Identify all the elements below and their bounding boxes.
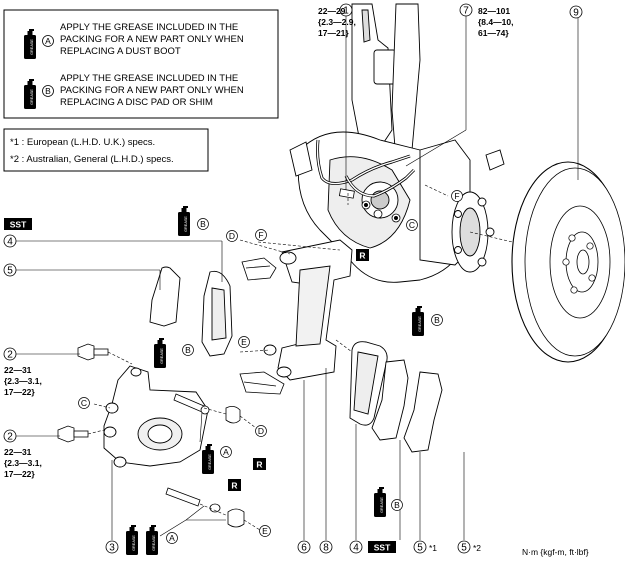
units-label: N·m {kgf-m, ft·lbf} [522,547,589,557]
r-tag-knuckle: R [359,251,365,261]
letter-c-left: C [81,398,87,408]
letter-c-knuckle: C [409,220,415,230]
torque-2a-line-2: {2.3—3.1, [4,376,42,386]
grease-can-icon-boot-left [126,525,138,555]
torque-1-line-3: 17—21} [318,28,349,38]
torque-1-line-1: 22—29 [318,6,346,16]
disc-plate [511,161,625,363]
letter-b-pad-lower: B [185,345,191,355]
legend-b-line-2: PACKING FOR A NEW PART ONLY WHEN [60,85,244,96]
torque-2b-line-2: {2.3—3.1, [4,458,42,468]
legend-a-line-2: PACKING FOR A NEW PART ONLY WHEN [60,34,244,45]
torque-7-line-2: {8.4—10, [478,17,513,27]
caliper-body [103,365,209,468]
guide-pins [165,393,245,528]
callout-5-left: 5 [7,266,13,277]
torque-2b-line-1: 22—31 [4,447,32,457]
callout-8: 8 [323,543,329,554]
letter-e-mid: E [241,337,247,347]
callout-9: 9 [573,8,579,19]
callout-2-lower: 2 [7,432,13,443]
sst-tag-top: SST [10,220,27,230]
caliper-bolts [57,343,109,443]
torque-2a-line-1: 22—31 [4,365,32,375]
torque-2a-line-3: 17—22} [4,387,35,397]
legend-box: A APPLY THE GREASE INCLUDED IN THE PACKI… [3,9,279,119]
grease-can-icon-pad-top [178,206,190,236]
letter-e-lower: E [262,526,268,536]
legend-b-line-3: REPLACING A DISC PAD OR SHIM [60,97,213,108]
callout-5-spec2: 5 [461,543,467,554]
steering-knuckle [289,3,505,283]
r-tag-caliper: R [256,460,262,470]
callout-1: 1 [343,6,349,17]
note-australian: *2 : Australian, General (L.H.D.) specs. [10,154,174,165]
inner-pads [149,266,233,357]
anti-rattle-clips [239,257,285,395]
legend-b-line-1: APPLY THE GREASE INCLUDED IN THE [60,73,238,84]
callout-5-spec1: 5 [417,543,423,554]
legend-letter-b: B [45,86,51,96]
caliper-bracket [263,239,353,381]
outer-pads [349,341,443,453]
letter-d-lower: D [258,426,264,436]
assembly-lines [87,239,353,531]
callout-7: 7 [463,6,469,17]
spec-marker-2: *2 [473,543,481,553]
letter-d-top: D [229,231,235,241]
letter-b-pad: B [200,219,206,229]
legend-a-line-3: REPLACING A DUST BOOT [60,46,181,57]
callout-4-bottom: 4 [353,543,359,554]
grease-can-icon-outer-pad [412,306,424,336]
grease-can-icon-pad-lower [154,338,166,368]
note-european: *1 : European (L.H.D. U.K.) specs. [10,137,155,148]
callout-2-upper: 2 [7,350,13,361]
torque-7-line-3: 61—74} [478,28,509,38]
letter-a-boot: A [223,447,229,457]
letter-b-outer-pad: B [434,315,440,325]
knuckle-bolts [338,188,401,223]
letter-b-outer-pad-lower: B [394,500,400,510]
torque-7-line-1: 82—101 [478,6,510,16]
letter-f-knuckle: F [454,191,459,201]
legend-letter-a: A [45,36,51,46]
torque-2b-line-3: 17—22} [4,469,35,479]
callout-3: 3 [109,543,115,554]
spec-marker-1: *1 [429,543,437,553]
letter-f-top: F [258,230,263,240]
leader-lines [14,14,579,540]
callout-6: 6 [301,543,307,554]
callout-4-top: 4 [7,237,13,248]
sst-tag-bottom: SST [374,543,391,553]
legend-a-line-1: APPLY THE GREASE INCLUDED IN THE [60,22,238,33]
grease-can-icon-outer-pad-lower [374,487,386,517]
notes-box: *1 : European (L.H.D. U.K.) specs. *2 : … [3,128,209,172]
letter-a-boot-lower: A [169,533,175,543]
grease-can-icon-boot-right [146,525,158,555]
r-tag-boots: R [231,481,237,491]
grease-can-icon-boot [202,444,214,474]
torque-1-line-2: {2.3—2.9, [318,17,356,27]
